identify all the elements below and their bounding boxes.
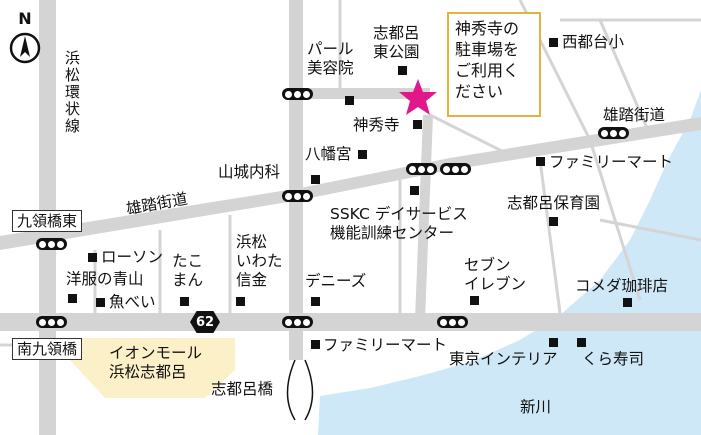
label-hamamatsu-kanjosen: 浜松環状線 [64, 49, 80, 135]
label-komeda: コメダ珈琲店 [575, 277, 669, 295]
compass: N [8, 10, 42, 66]
poi-marker-icon [549, 38, 558, 47]
label-dennys: デニーズ [305, 272, 367, 290]
poi-marker-icon [96, 298, 105, 307]
label-family-mart-north: ファミリーマート [549, 153, 674, 171]
label-shitoro-bashi: 志都呂橋 [211, 380, 274, 398]
parking-callout-text: 神秀寺の 駐車場を ご利用く ださい [455, 19, 520, 101]
poi-marker-icon [358, 150, 367, 159]
river-bank [304, 359, 314, 421]
route-number: 62 [195, 314, 215, 330]
label-lawson: ローソン [101, 248, 164, 266]
label-yamashiro-naika: 山城内科 [218, 163, 281, 181]
poi-marker-icon [180, 297, 189, 306]
label-shitoro-higashi-koen: 志都呂 東公園 [373, 24, 420, 61]
poi-marker-icon [577, 338, 586, 347]
compass-letter: N [18, 9, 32, 28]
aeon-mall-area [70, 338, 235, 398]
traffic-signal-icon [437, 316, 468, 328]
label-yuto-kaido-east: 雄踏街道 [603, 106, 666, 124]
poi-marker-icon [236, 297, 245, 306]
road-jinshuji [300, 88, 430, 99]
poi-marker-icon [549, 338, 558, 347]
poi-marker-icon [345, 96, 354, 105]
north-arrow-icon [9, 32, 41, 64]
poi-marker-icon [68, 294, 77, 303]
poi-marker-icon [549, 217, 558, 226]
label-hachimangu: 八幡宮 [305, 145, 352, 163]
poi-marker-icon [623, 298, 632, 307]
traffic-signal-icon [36, 238, 67, 250]
road-route-62 [0, 313, 701, 331]
traffic-signal-icon [598, 127, 629, 139]
road-central [289, 0, 303, 360]
traffic-signal-icon [36, 316, 67, 328]
poi-marker-icon [398, 66, 407, 75]
label-takoman: たこ まん [172, 252, 204, 289]
label-aeon-mall: イオンモール 浜松志都呂 [109, 344, 203, 381]
traffic-signal-icon [282, 316, 313, 328]
route-62-shield: 62 [190, 311, 220, 333]
label-seven-eleven: セブン イレブン [464, 256, 527, 293]
label-uobei: 魚べい [109, 293, 156, 311]
poi-marker-icon [413, 120, 422, 129]
poi-marker-icon [311, 340, 320, 349]
label-hamamatsu-iwata-shinkin: 浜松 いわた 信金 [236, 233, 283, 289]
traffic-signal-icon [282, 190, 313, 202]
poi-marker-icon [88, 253, 97, 262]
traffic-signal-icon [406, 163, 437, 175]
poi-marker-icon [311, 175, 320, 184]
label-kura-sushi: くら寿司 [582, 350, 645, 368]
label-nishi-todai-elementary: 西都台小 [562, 33, 625, 51]
destination-star-icon [399, 79, 437, 115]
poi-marker-icon [410, 186, 419, 195]
label-shitoro-hoikuen: 志都呂保育園 [507, 194, 601, 212]
river [318, 90, 701, 435]
poi-marker-icon [311, 297, 320, 306]
label-tokyo-interior: 東京インテリア [449, 350, 558, 368]
label-shinkawa: 新川 [520, 398, 552, 416]
poi-marker-icon [470, 296, 479, 305]
river-bank [286, 359, 296, 421]
label-yofuku-no-aoyama: 洋服の青山 [66, 270, 144, 288]
label-jinshuji: 神秀寺 [353, 116, 400, 134]
label-family-mart-south: ファミリーマート [323, 336, 448, 354]
traffic-signal-icon [440, 163, 471, 175]
parking-callout: 神秀寺の 駐車場を ご利用く ださい [447, 12, 541, 117]
label-pearl-biyoin: パール 美容院 [307, 40, 354, 77]
label-kuryo-bashi-higashi: 九領橋東 [12, 210, 83, 232]
minor-roads [0, 0, 701, 347]
poi-marker-icon [536, 157, 545, 166]
road-yuto-kaido [0, 117, 701, 250]
label-minami-kuryo-bashi: 南九領橋 [12, 338, 83, 360]
traffic-signal-icon [282, 88, 313, 100]
label-ssk-day-service: SSKC デイサービス 機能訓練センター [330, 205, 468, 242]
